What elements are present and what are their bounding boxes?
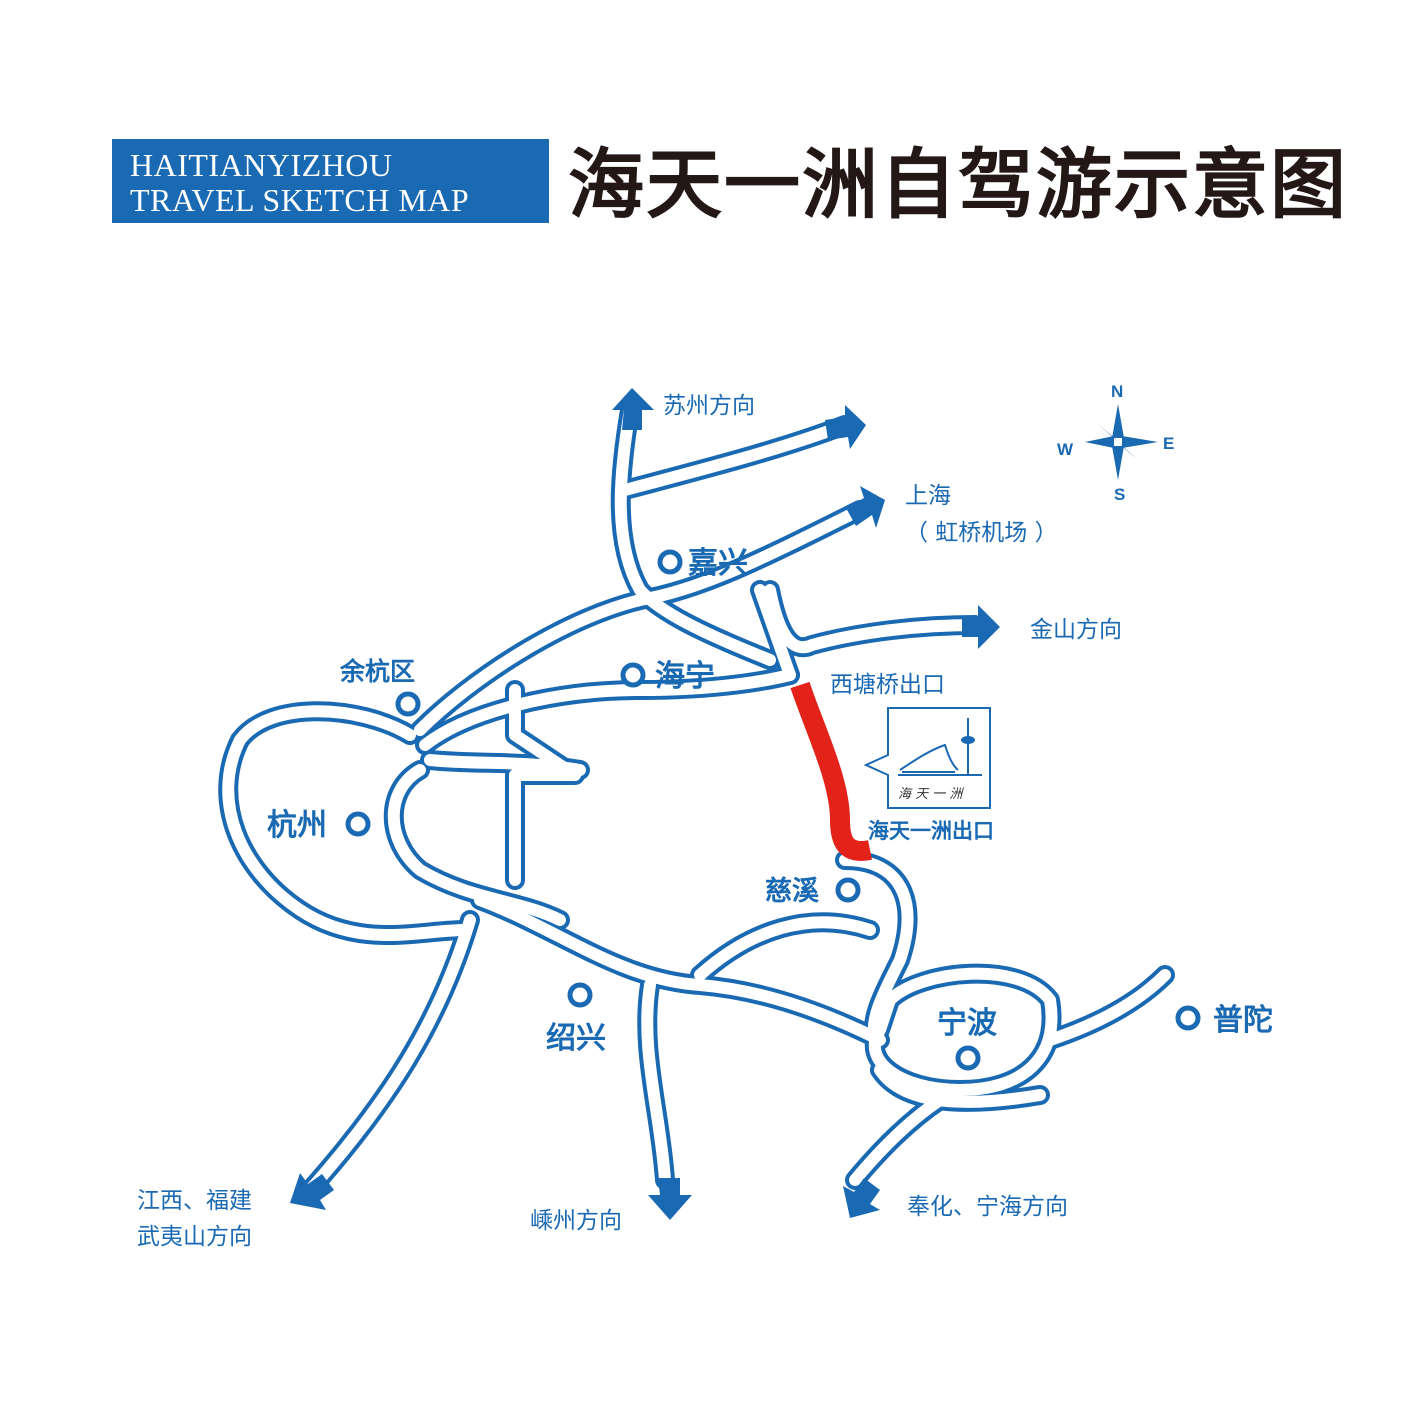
compass-s: S [1114, 485, 1125, 504]
arrow-jinshan-icon [962, 605, 1000, 649]
arrow-suzhou-east-icon [825, 405, 866, 449]
direction-arrows [290, 388, 1000, 1220]
marker-cixi [835, 877, 861, 903]
title-en-line2: TRAVEL SKETCH MAP [130, 182, 470, 218]
city-markers [345, 549, 1201, 1071]
page-title: 海天一洲自驾游示意图 [568, 140, 1348, 229]
label-shaoxing: 绍兴 [546, 1021, 606, 1056]
label-shanghai: 上海 [905, 483, 951, 509]
marker-shaoxing [567, 982, 593, 1008]
compass-icon: N S E W [1057, 382, 1174, 504]
label-xitangqiao-exit: 西塘桥出口 [830, 672, 945, 698]
arrow-jiangxi-icon [290, 1173, 334, 1210]
label-putuo: 普陀 [1213, 1003, 1273, 1038]
title-banner-en: HAITIANYIZHOU TRAVEL SKETCH MAP [112, 139, 549, 223]
label-jiaxing: 嘉兴 [688, 546, 748, 581]
highlight-route [790, 681, 872, 861]
marker-yuhang [395, 691, 421, 717]
marker-hangzhou [345, 811, 371, 837]
label-jinshan: 金山方向 [1030, 617, 1122, 643]
haitianyizhou-tower-icon: 海 天 一 洲 [898, 718, 982, 802]
label-hangzhou: 杭州 [267, 808, 327, 843]
label-ningbo: 宁波 [937, 1006, 998, 1041]
landmark-callout: 海 天 一 洲 [863, 707, 991, 809]
label-shengzhou: 嵊州方向 [530, 1208, 622, 1234]
city-labels: 嘉兴 海宁 余杭区 杭州 慈溪 绍兴 宁波 普陀 [267, 546, 1273, 1056]
arrow-shanghai-icon [846, 486, 885, 528]
marker-haining [620, 662, 646, 688]
label-jiangxi-line2: 武夷山方向 [137, 1224, 252, 1250]
label-haining: 海宁 [655, 659, 715, 694]
arrow-shengzhou-icon [648, 1178, 692, 1220]
title-en-line1: HAITIANYIZHOU [130, 147, 393, 183]
marker-ningbo [955, 1045, 981, 1071]
compass-w: W [1057, 440, 1074, 459]
label-jiangxi-line1: 江西、福建 [137, 1188, 252, 1214]
label-fenghua: 奉化、宁海方向 [907, 1194, 1068, 1220]
compass-e: E [1163, 434, 1174, 453]
svg-text:海 天 一 洲: 海 天 一 洲 [898, 787, 964, 802]
label-haitianyizhou-exit: 海天一洲出口 [868, 819, 994, 843]
label-cixi: 慈溪 [765, 875, 820, 907]
compass-n: N [1111, 382, 1123, 401]
road-network [218, 400, 1175, 1200]
marker-jiaxing [657, 549, 683, 575]
label-suzhou: 苏州方向 [663, 393, 755, 419]
direction-labels: 苏州方向 上海 （ 虹桥机场 ） 金山方向 西塘桥出口 海天一洲出口 江西、福建… [137, 393, 1122, 1250]
label-hongqiao: （ 虹桥机场 ） [905, 520, 1058, 546]
marker-putuo [1175, 1005, 1201, 1031]
arrow-suzhou-north-icon [612, 388, 654, 430]
label-yuhang: 余杭区 [339, 657, 415, 686]
arrow-fenghua-icon [843, 1178, 880, 1218]
